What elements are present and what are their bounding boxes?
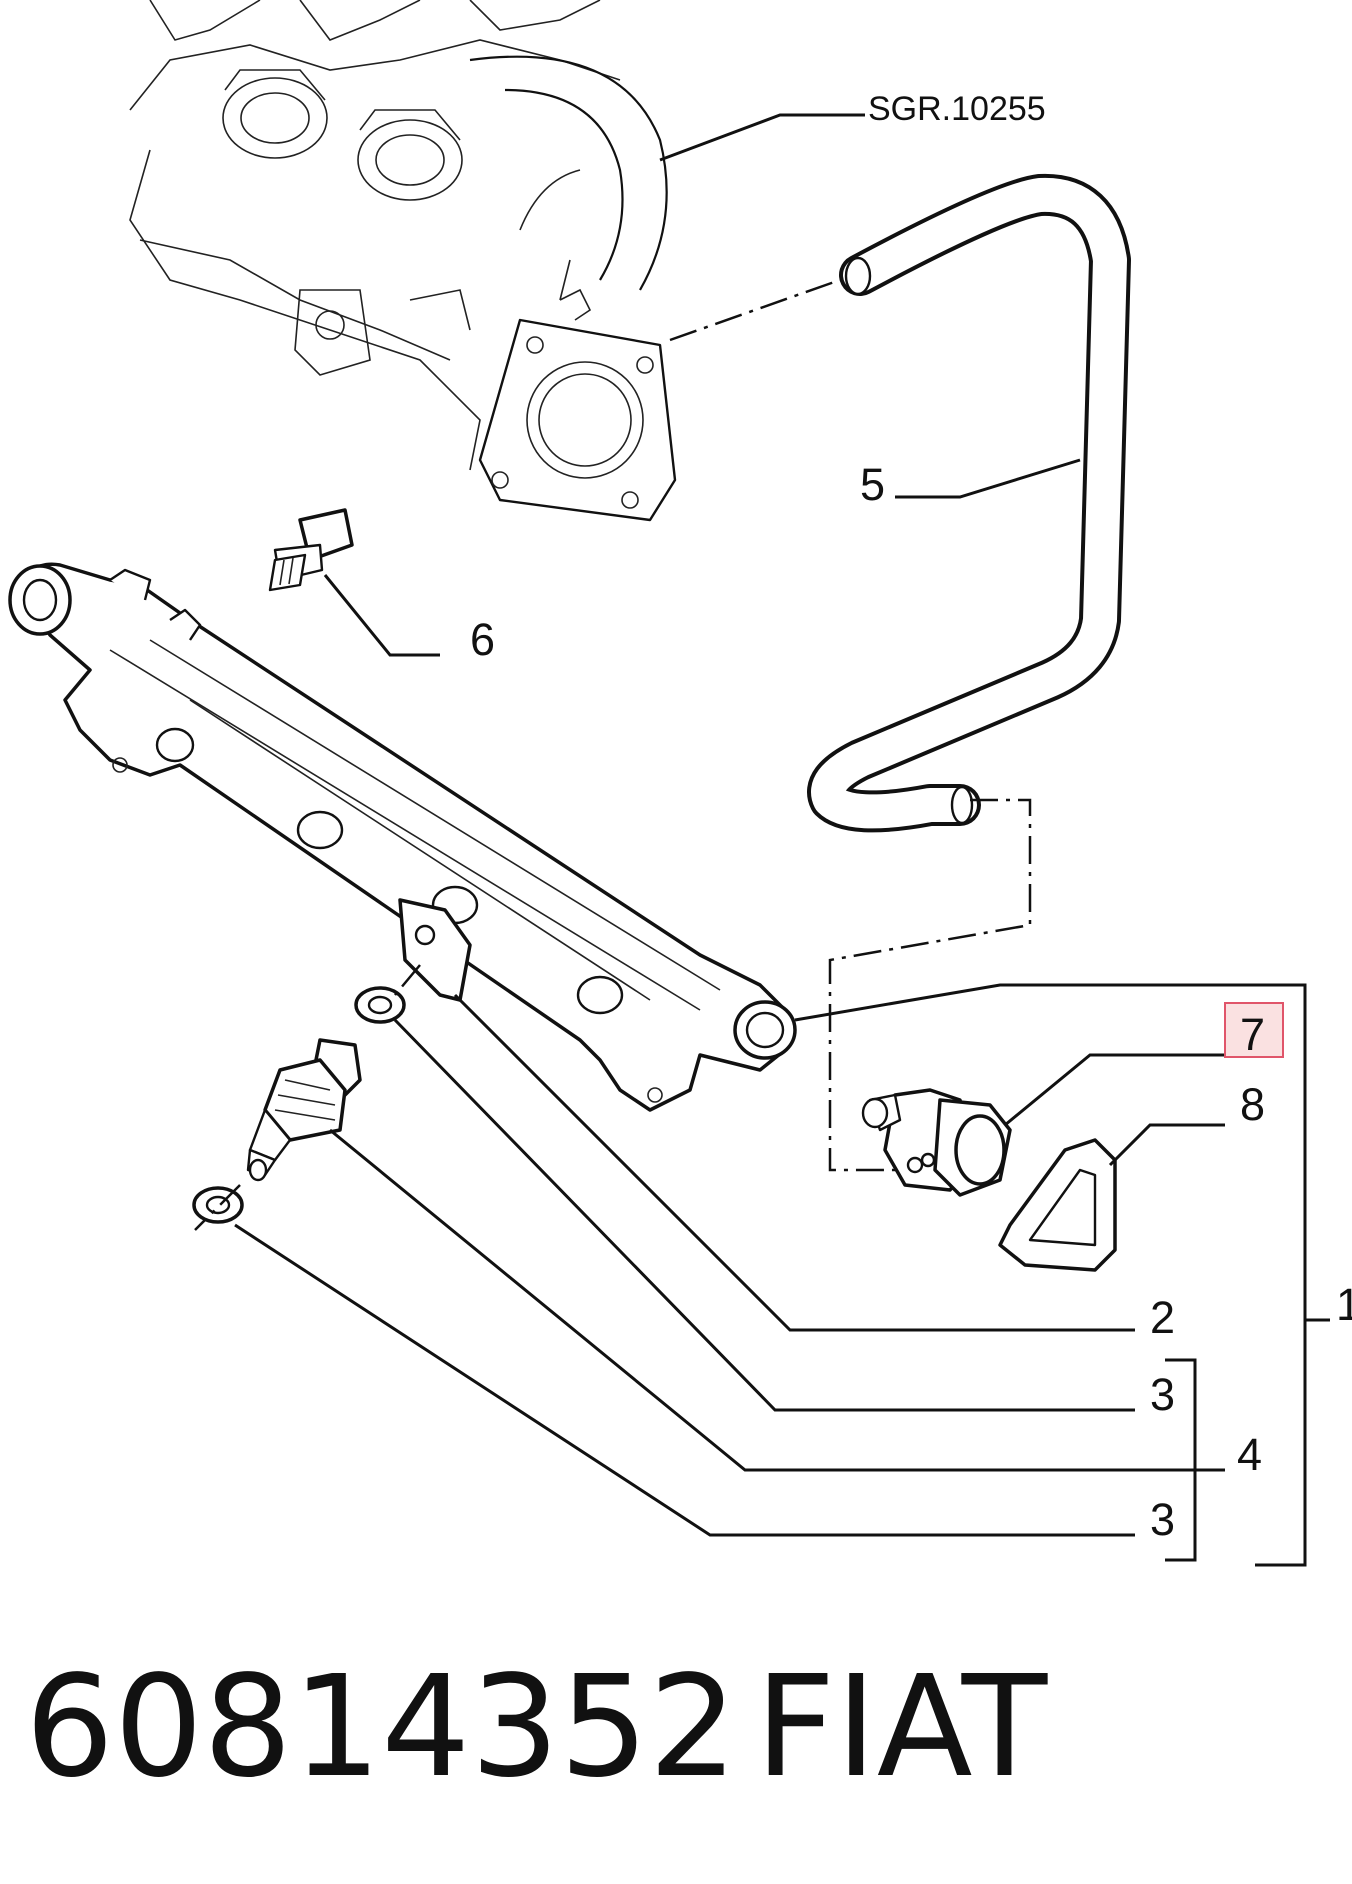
callout-8-leader (1108, 1123, 1225, 1167)
vacuum-hose (807, 173, 1131, 833)
callout-4-leader (329, 1128, 1225, 1472)
callout-7-highlight (1224, 1002, 1284, 1058)
callout-7-leader (1004, 1053, 1225, 1127)
pressure-regulator (861, 1088, 1012, 1197)
callout-5-leader (895, 458, 1081, 499)
callout-3-upper: 3 (1150, 1369, 1175, 1420)
reference-label: SGR.10255 (868, 90, 1046, 128)
brand-name: FIAT (755, 1646, 1048, 1809)
callout-3-lower: 3 (1150, 1494, 1175, 1545)
callout-3-4-bracket (1165, 1358, 1197, 1562)
callout-8: 8 (1240, 1079, 1265, 1130)
lower-seal-ring (192, 1186, 244, 1224)
callout-2-leader (453, 993, 1135, 1332)
part-number: 60814352 (25, 1646, 738, 1809)
callout-6-leader (323, 574, 440, 657)
callout-7: 7 (1240, 1009, 1265, 1060)
callout-4: 4 (1237, 1429, 1262, 1480)
callout-6: 6 (470, 614, 495, 665)
fuel-injector (246, 1038, 362, 1182)
callout-3b-leader (234, 1223, 1135, 1537)
fuel-rail (8, 562, 797, 1112)
intake-manifold-drawing (129, 0, 677, 522)
callout-5: 5 (860, 459, 885, 510)
callout-1-leader (794, 983, 1307, 1567)
callout-3a-leader (393, 1018, 1135, 1412)
upper-seal-ring (354, 986, 406, 1024)
hose-to-manifold-centerline (669, 278, 841, 342)
hose-to-regulator-centerline (828, 798, 1032, 1172)
reference-leader-line (659, 113, 865, 162)
callout-1: 1 (1336, 1279, 1352, 1330)
lower-seal-centerline (194, 1184, 241, 1231)
seal-centerline (394, 964, 421, 996)
callout-2: 2 (1150, 1292, 1175, 1343)
screw (268, 508, 354, 592)
regulator-bracket (998, 1138, 1117, 1272)
